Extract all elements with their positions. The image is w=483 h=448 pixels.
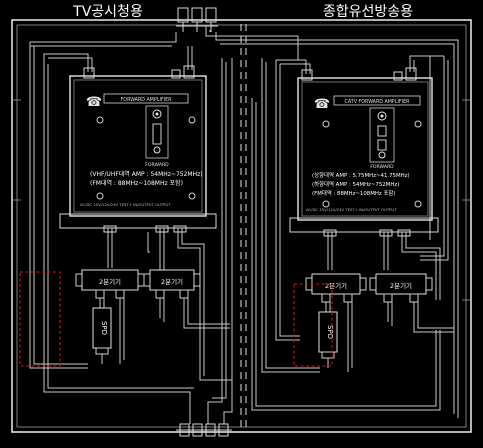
left-amp-name: FORWARD AMPLIFIER [121,97,173,103]
right-amp-spec-2: (하향대역 AMP : 54MHz~752MHz) [312,180,399,188]
splitter-cables [99,298,454,372]
left-amp-switch-label: FORWARD [145,162,169,168]
left-spd-label: SPD [100,321,108,335]
spd-highlight-boxes [19,271,333,367]
title-tv: TV공시청용 [72,4,143,20]
left-amp-cables [43,46,232,381]
frame-ticks [13,99,470,301]
top-connector-block [176,7,218,32]
right-amp-cables [276,55,444,300]
left-amp-spec-1: (VHF/UHF대역 AMP : 54MHz~752MHz) [90,170,203,178]
right-splitter-a-label: 2분기기 [325,281,347,290]
center-divider [240,24,247,428]
left-amp-logo-icon: ☎ [86,95,102,110]
right-splitter-b: 2분기기 [369,273,433,303]
right-highlight-box [293,283,333,367]
left-amplifier: FORWARD AMPLIFIER ☎ FORWARD (VHF/UHF대역 A… [59,65,217,233]
right-spd: SPD [318,311,338,368]
right-amp-name: CATV FORWARD AMPLIFIER [345,99,411,105]
left-highlight-box [19,271,61,367]
left-spd: SPD [92,307,112,364]
right-amp-spec-3: (FM대역 : 88MHz~108MHz 포함) [312,189,396,197]
left-splitter-a-label: 2분기기 [99,277,121,286]
left-splitter-b: 2분기기 [143,269,201,299]
left-amp-port-labels: AC/DC 15V/12V/24V TEST+ IN/OUTPUT OUTPUT [80,202,171,207]
right-splitter-a: 2분기기 [305,273,367,303]
left-amp-spec-2: (FM대역 : 88MHz~108MHz 포함) [90,179,183,187]
right-amp-spec-1: (상향대역 AMP : 5.75MHz~41.75MHz) [312,171,410,179]
right-amp-logo-icon: ☎ [314,97,330,112]
left-splitter-a: 2분기기 [75,269,145,299]
right-amplifier: CATV FORWARD AMPLIFIER ☎ FORWARD (상향대역 A… [289,67,439,237]
right-spd-label: SPD [326,325,334,339]
title-catv: 종합유선방송용 [323,4,413,20]
right-amp-port-labels: AC/DC 15V/12V/24V TEST+ IN/OUTPUT OUTPUT [306,207,397,212]
bottom-connector-block [176,423,232,437]
right-amp-switch-label: FORWARD [370,164,394,170]
left-splitter-b-label: 2분기기 [161,277,183,286]
right-splitter-b-label: 2분기기 [390,281,412,290]
cable-runs [29,26,459,424]
